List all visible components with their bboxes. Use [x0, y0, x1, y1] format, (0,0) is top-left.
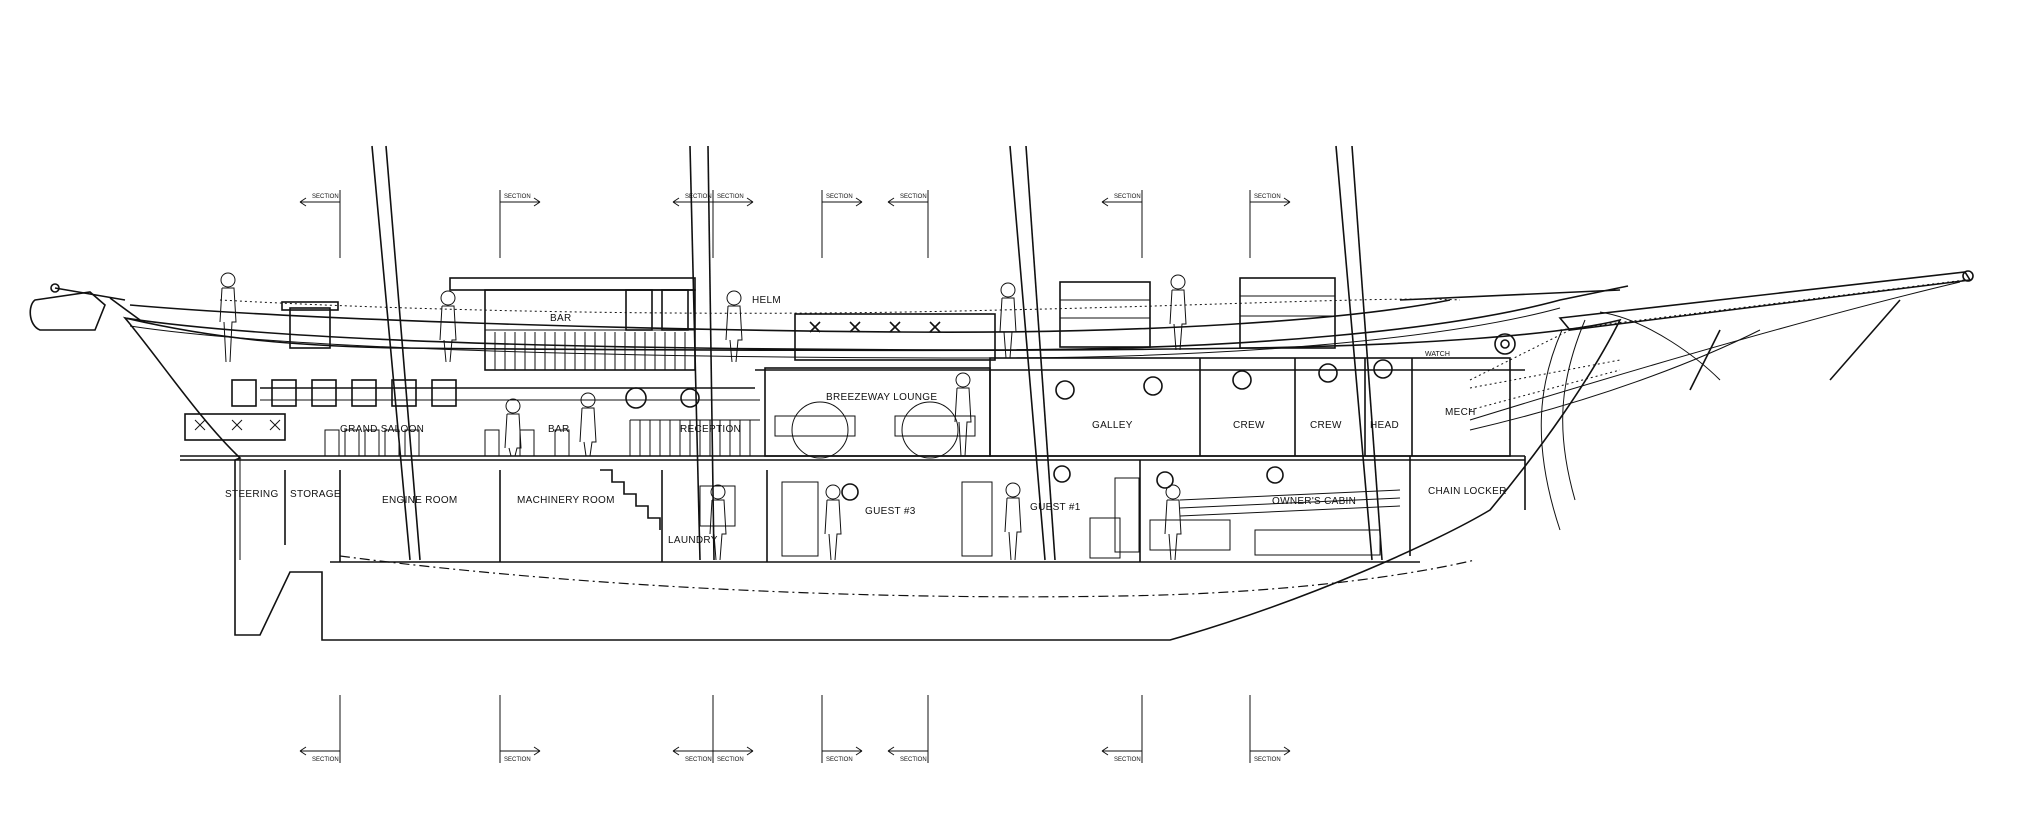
- section-label: SECTION: [685, 194, 712, 200]
- section-marker: SECTION: [499, 695, 541, 763]
- section-label: SECTION: [826, 194, 853, 200]
- section-label: SECTION: [826, 757, 853, 763]
- section-label: SECTION: [685, 757, 712, 763]
- label-breezeway-lounge: BREEZEWAY LOUNGE: [826, 392, 937, 403]
- label-mech: MECH: [1445, 407, 1476, 418]
- label-helm: HELM: [752, 295, 781, 306]
- label-head: HEAD: [1370, 420, 1399, 431]
- hull: [122, 285, 1721, 641]
- section-marker: SECTION: [1249, 190, 1291, 258]
- label-machinery-room: MACHINERY ROOM: [517, 495, 615, 506]
- section-label: SECTION: [1254, 194, 1281, 200]
- section-marker: SECTION: [299, 695, 341, 763]
- section-marker: SECTION: [821, 695, 863, 763]
- label-watch: WATCH: [1425, 351, 1450, 358]
- section-marker: SECTION SECTION: [672, 190, 754, 258]
- stern: [29, 283, 141, 331]
- section-marker: SECTION: [821, 190, 863, 258]
- section-marker: SECTION: [299, 190, 341, 258]
- label-storage: STORAGE: [290, 489, 341, 500]
- upper-deck: [129, 277, 1621, 371]
- label-crew-1: CREW: [1233, 420, 1265, 431]
- main-deck: [180, 329, 1621, 461]
- section-label: SECTION: [1254, 757, 1281, 763]
- section-marker: SECTION SECTION: [672, 695, 754, 763]
- section-label: SECTION: [312, 194, 339, 200]
- label-bar: BAR: [550, 313, 571, 324]
- label-crew-2: CREW: [1310, 420, 1342, 431]
- people-figures: [219, 272, 1187, 561]
- label-chain-locker: CHAIN LOCKER: [1428, 486, 1507, 497]
- section-label: SECTION: [717, 757, 744, 763]
- section-label: SECTION: [900, 757, 927, 763]
- section-marker: SECTION: [1101, 695, 1143, 763]
- section-label: SECTION: [717, 194, 744, 200]
- section-label: SECTION: [504, 194, 531, 200]
- label-owners-cabin: OWNER'S CABIN: [1272, 496, 1356, 507]
- section-marker: SECTION: [887, 695, 929, 763]
- section-marker: SECTION: [887, 190, 929, 258]
- label-steering: STEERING: [225, 489, 279, 500]
- section-label: SECTION: [1114, 757, 1141, 763]
- label-guest-3: GUEST #3: [865, 506, 916, 517]
- section-label: SECTION: [312, 757, 339, 763]
- lower-deck: [284, 456, 1526, 563]
- label-guest-1: GUEST #1: [1030, 502, 1081, 513]
- label-laundry: LAUNDRY: [668, 535, 718, 546]
- bowsprit: [1469, 270, 1974, 431]
- label-engine-room: ENGINE ROOM: [382, 495, 458, 506]
- section-label: SECTION: [504, 757, 531, 763]
- label-reception: RECEPTION: [680, 424, 741, 435]
- section-marker: SECTION: [499, 190, 541, 258]
- label-grand-saloon: GRAND SALOON: [340, 424, 424, 435]
- section-markers-bottom: SECTION SECTION SECTION SECTION SECTION S…: [299, 695, 1291, 763]
- label-bar-lower: BAR: [548, 424, 569, 435]
- room-labels: BAR HELM BREEZEWAY LOUNGE GRAND SALOON B…: [225, 295, 1507, 546]
- label-galley: GALLEY: [1092, 420, 1133, 431]
- section-marker: SECTION: [1249, 695, 1291, 763]
- section-marker: SECTION: [1101, 190, 1143, 258]
- section-label: SECTION: [900, 194, 927, 200]
- section-label: SECTION: [1114, 194, 1141, 200]
- section-markers-top: SECTION SECTION SECTION SECTION SECTION S…: [299, 190, 1291, 258]
